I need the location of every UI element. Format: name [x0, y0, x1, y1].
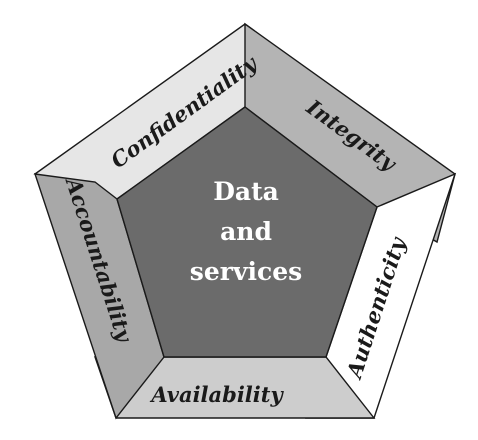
core-label-line-3: services: [190, 257, 302, 286]
segment-accountability: [33, 173, 165, 420]
core-pentagon: [116, 106, 378, 358]
core-label-line-2: and: [220, 217, 272, 246]
label-availability: Availability: [149, 382, 284, 407]
core-label-line-1: Data: [213, 177, 279, 206]
